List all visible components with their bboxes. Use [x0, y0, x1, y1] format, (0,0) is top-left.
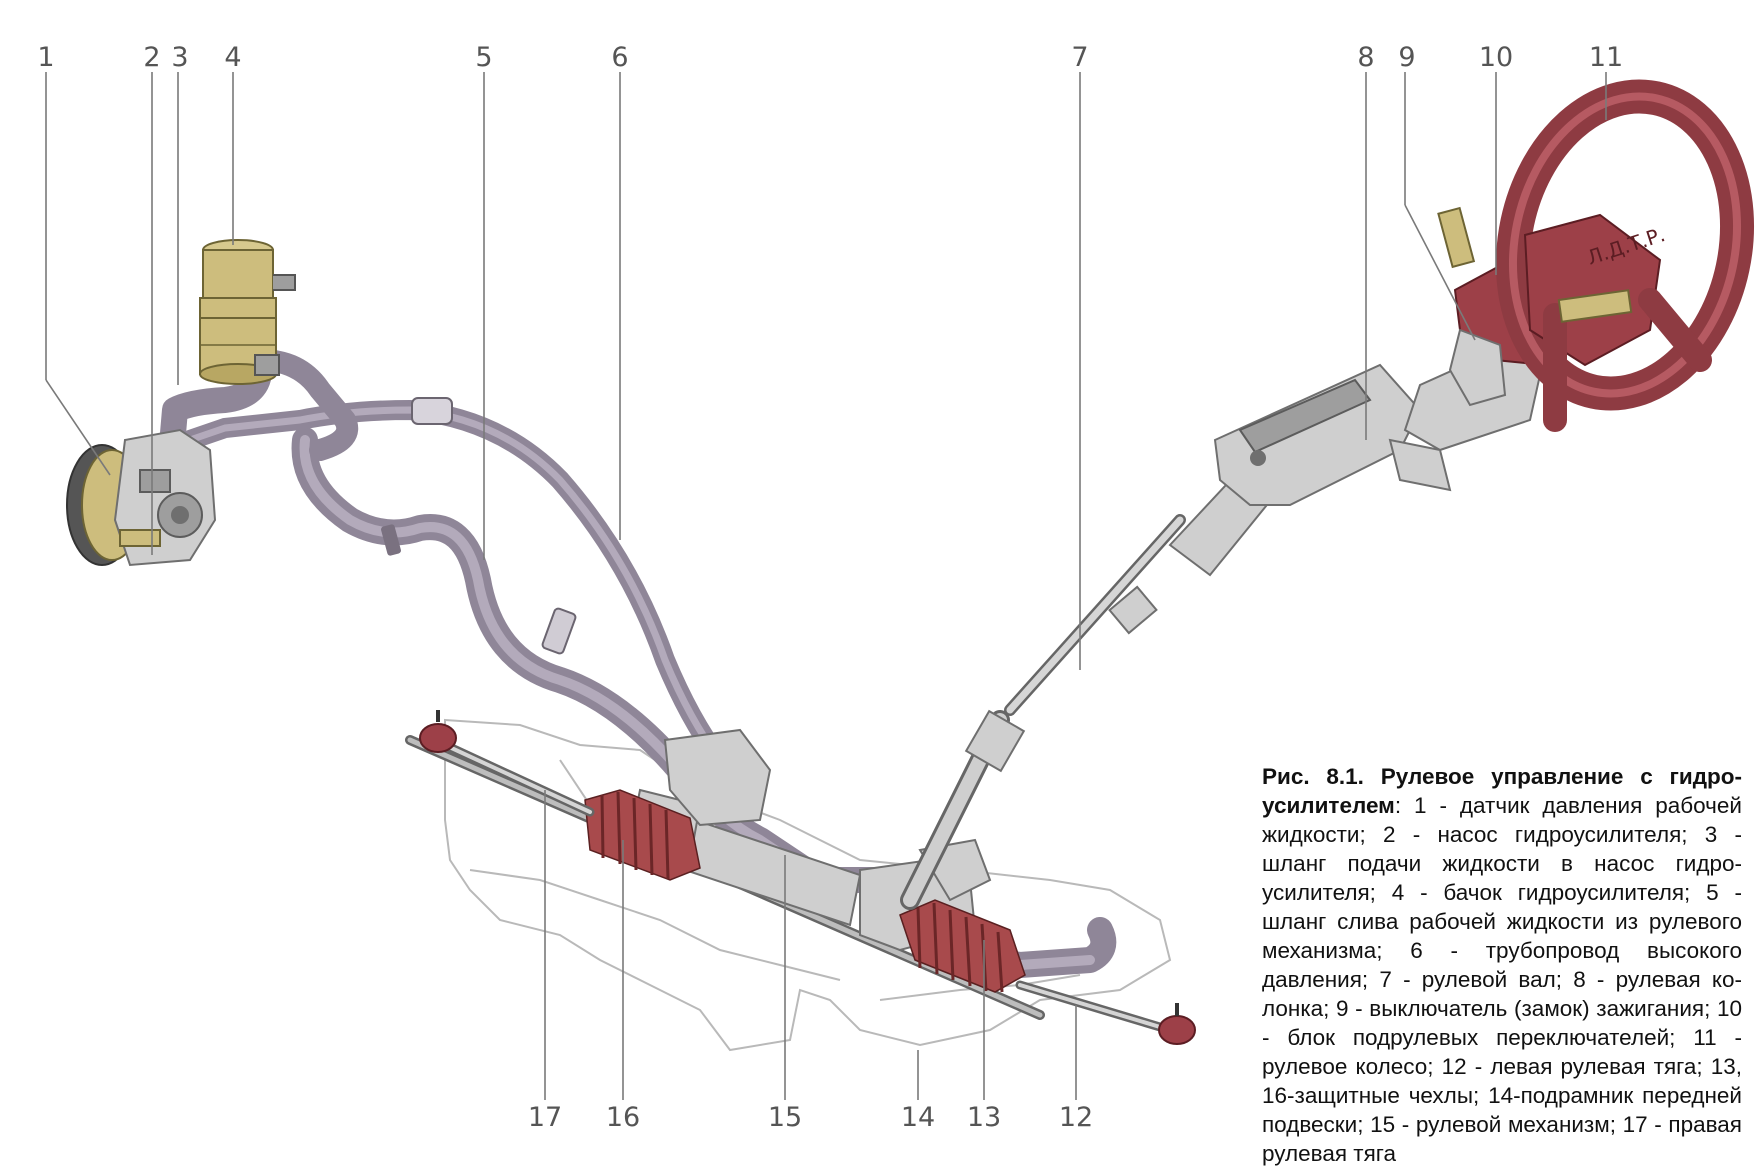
callout-11: 11 [1589, 42, 1623, 73]
caption-text: : 1 - датчик давления рабочей жидкости; … [1262, 793, 1742, 1166]
callout-6: 6 [611, 42, 628, 73]
callout-16: 16 [606, 1102, 640, 1133]
callout-4: 4 [224, 42, 241, 73]
caption-title: Рис. 8.1. Рулевое управление с гидро­уси… [1262, 764, 1742, 818]
return-hose [291, 427, 1117, 978]
boot-16 [584, 789, 701, 881]
callout-17: 17 [528, 1102, 562, 1133]
steering-shaft [900, 468, 1277, 910]
steering-wheel: Л.Д.Т.Р. [1495, 79, 1755, 432]
callout-2: 2 [143, 42, 160, 73]
reservoir [199, 239, 296, 385]
callout-3: 3 [171, 42, 188, 73]
callout-numbers: 1 2 3 4 5 6 7 8 9 10 11 12 13 14 15 16 1… [37, 42, 1623, 1133]
callout-15: 15 [768, 1102, 802, 1133]
callout-5: 5 [475, 42, 492, 73]
power-steering-pump [66, 428, 217, 567]
callout-14: 14 [901, 1102, 935, 1133]
figure-caption: Рис. 8.1. Рулевое управление с гидро­уси… [1262, 762, 1742, 1168]
callout-8: 8 [1357, 42, 1374, 73]
boot-13 [899, 899, 1026, 993]
callout-13: 13 [967, 1102, 1001, 1133]
leader-lines [45, 72, 1607, 1100]
callout-1: 1 [37, 42, 54, 73]
tie-rod-17 [419, 710, 595, 817]
callout-12: 12 [1059, 1102, 1093, 1133]
tie-rod-12 [1015, 980, 1196, 1045]
callout-7: 7 [1071, 42, 1088, 73]
callout-10: 10 [1479, 42, 1513, 73]
pressure-line [180, 397, 730, 770]
callout-9: 9 [1398, 42, 1415, 73]
